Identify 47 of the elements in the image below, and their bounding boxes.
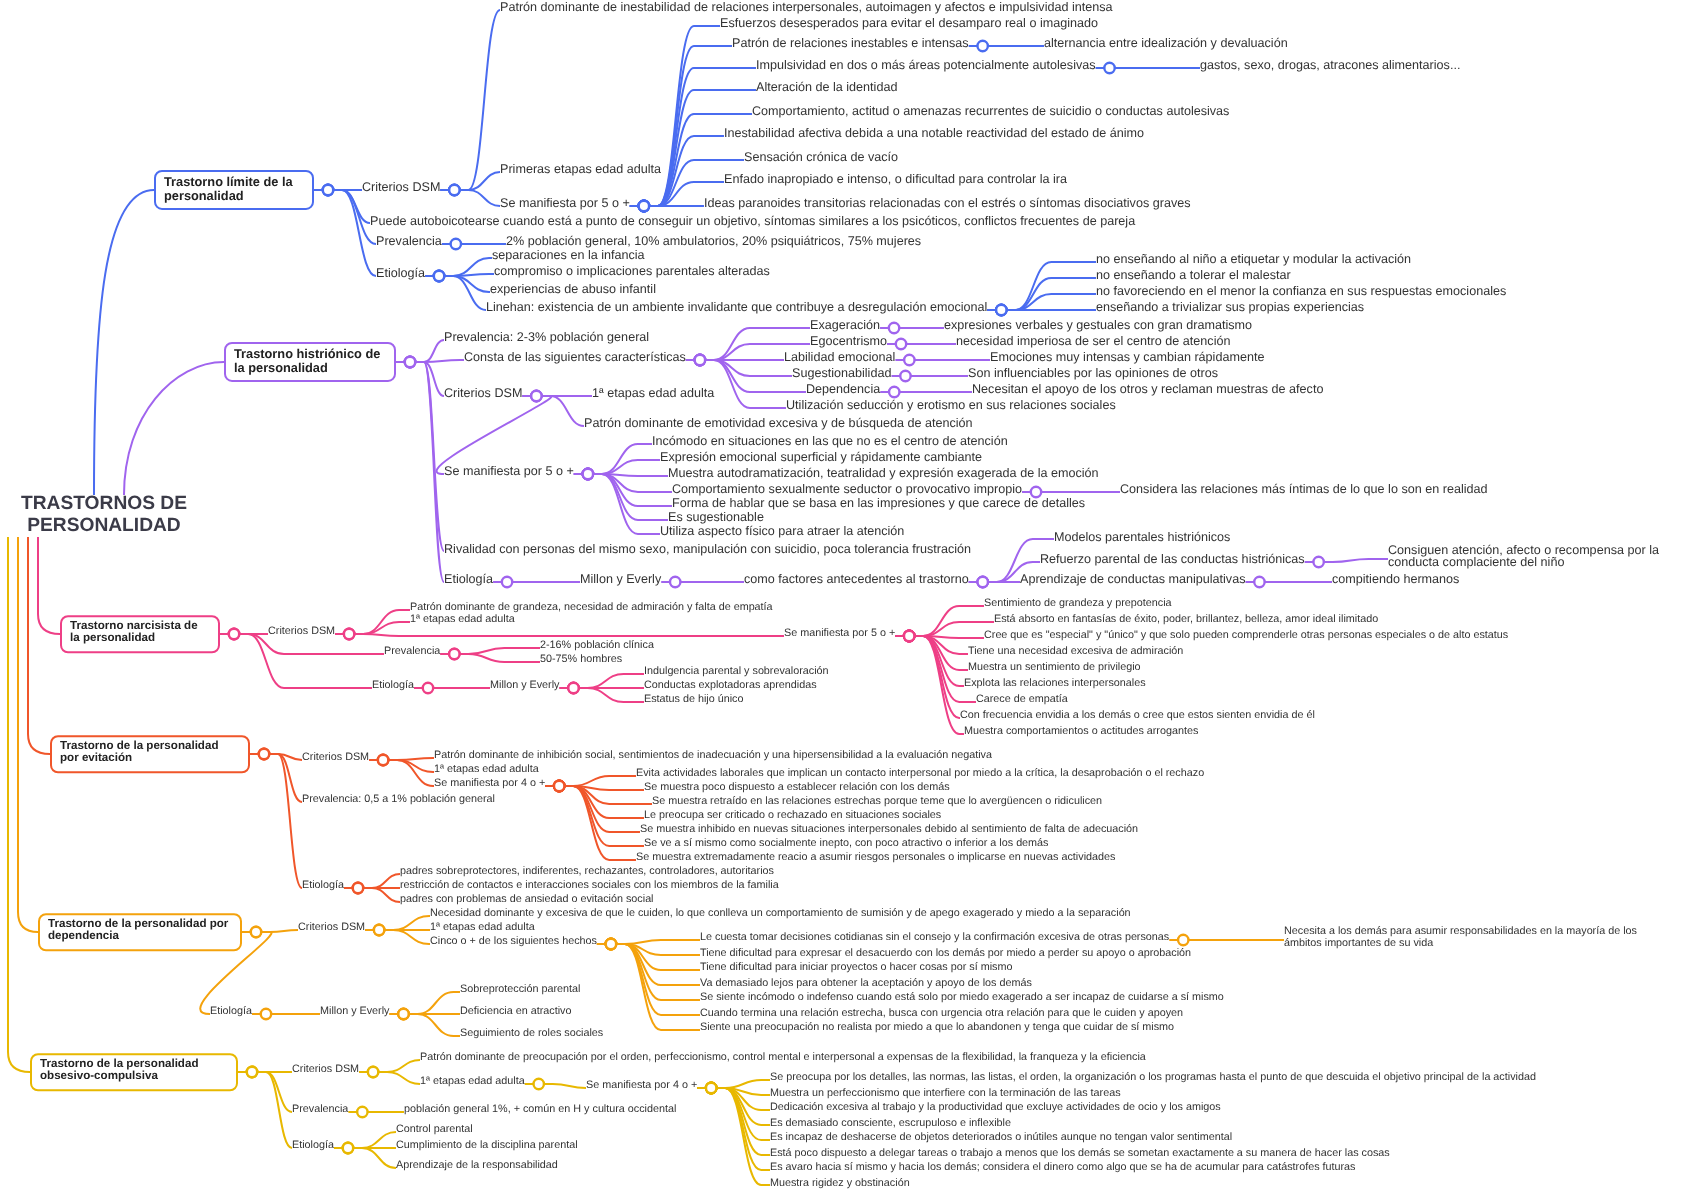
connector-line [27,536,51,755]
connector-line [1244,575,1333,589]
connector-line [7,536,31,1073]
connector-line [313,183,377,277]
connector-line [1303,555,1389,569]
central-topic-text: TRASTORNOS DE PERSONALIDAD [4,494,204,538]
connector-line [684,353,787,409]
connector-line [572,467,661,535]
connector-line [1021,485,1121,499]
connector-line [364,923,431,945]
connector-line [628,199,705,213]
connector-line [219,627,373,689]
connector-line [17,536,39,933]
connector-line [347,1105,405,1119]
connector-line [894,353,991,367]
connector-line [660,575,745,589]
connector-line [412,681,491,695]
connector-line [249,747,303,889]
connector-line [967,575,1021,589]
connector-line [595,937,701,1031]
connector-line [523,1077,587,1091]
connector-line [440,237,507,251]
connector-line [879,385,973,399]
connector-line [1168,933,1285,947]
connector-line [332,1141,397,1169]
connector-line [358,1065,421,1085]
connector-line [250,1007,321,1021]
connector-line [879,321,945,335]
connector-line [986,303,1097,317]
connector-line [558,681,645,703]
connector-line [123,361,225,496]
connector-line [37,536,61,635]
connector-line [199,925,273,1015]
connector-line [439,183,501,207]
connector-line [388,1007,461,1037]
connector-line [424,269,487,311]
connector-line [93,189,155,496]
connector-line [890,369,969,383]
connector-line [1094,61,1201,75]
connector-line [436,389,552,475]
connector-line [544,779,637,861]
connector-line [894,629,965,735]
connector-line [342,881,401,903]
connector-line [368,753,435,787]
connector-line [967,39,1045,53]
connector-line [886,337,957,351]
connector-line [492,575,581,589]
